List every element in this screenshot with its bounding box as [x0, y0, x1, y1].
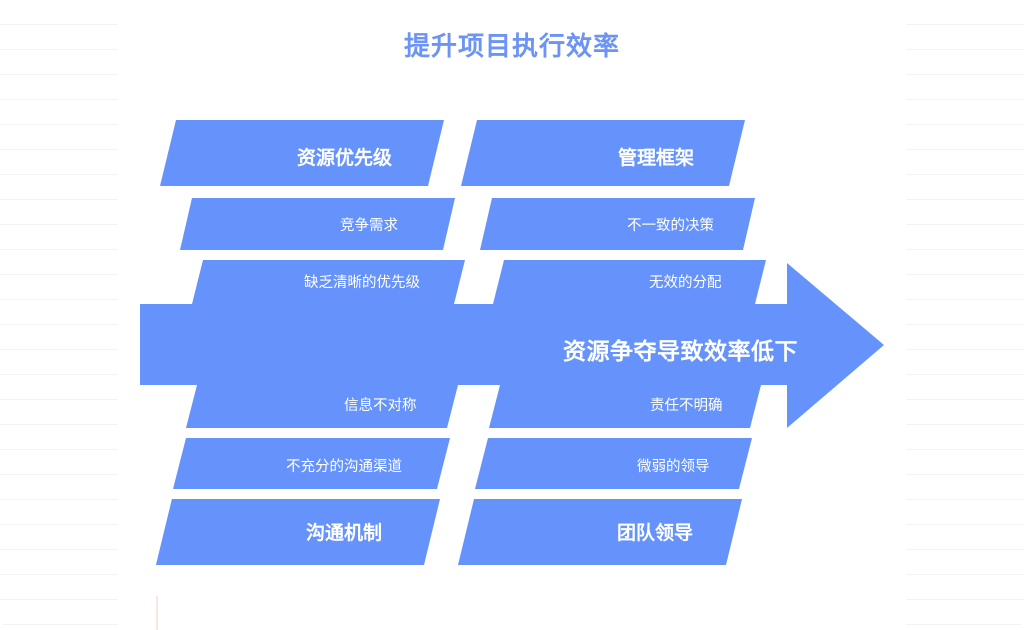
bar-bottom-right-cause-2[interactable]: [475, 438, 752, 489]
bar-top-left-cause-1[interactable]: [180, 198, 455, 250]
bar-bottom-left-cause-2[interactable]: [173, 438, 450, 489]
margin-rule-line: [156, 596, 158, 630]
effect-label: 资源争夺导致效率低下: [563, 338, 798, 364]
bar-top-right-cause-1[interactable]: [480, 198, 755, 250]
bar-bottom-left-cause-1[interactable]: [186, 385, 458, 428]
bar-top-left-cause-2[interactable]: [192, 260, 465, 304]
bar-top-right-cause-2[interactable]: [493, 260, 766, 304]
spine-arrow-shape: [140, 263, 884, 428]
bar-top-left-category[interactable]: [160, 120, 444, 186]
bar-bottom-right-cause-1[interactable]: [489, 385, 761, 428]
bar-top-right-category[interactable]: [461, 120, 745, 186]
bar-bottom-right-category[interactable]: [458, 499, 742, 565]
bar-bottom-left-category-fill[interactable]: [156, 499, 440, 565]
diagram-title: 提升项目执行效率: [403, 31, 620, 61]
